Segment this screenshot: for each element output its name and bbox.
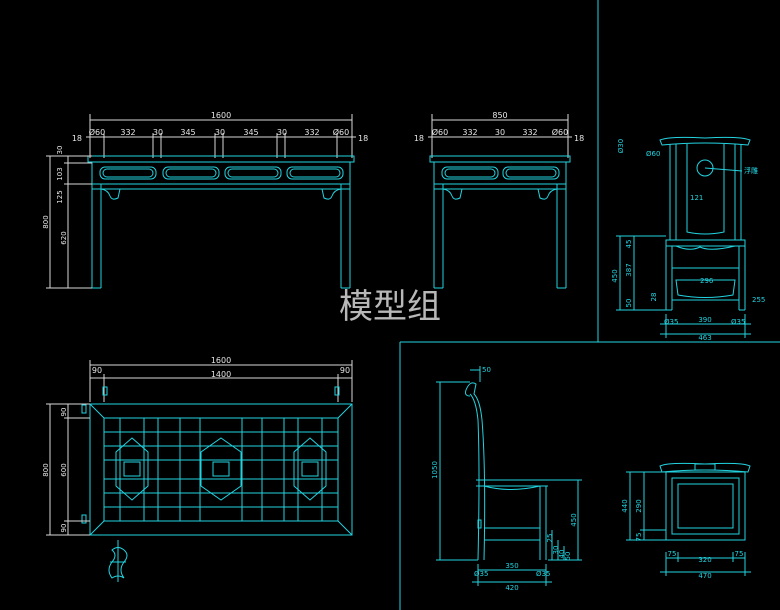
seg-dim: 18 [72,134,82,143]
seg-dim: 30 [153,128,163,137]
chair-side-depth: 350 [505,562,518,570]
seg-dim: 332 [462,128,477,137]
leg-height-dim: 620 [60,231,68,244]
chair-plan: 440 290 75 75 320 75 470 [621,462,751,580]
seg-dim: Ø60 [333,127,349,137]
table-side-overall-dim: 850 [492,111,507,120]
chair-carving-note: 浮雕 [744,166,758,175]
seg-dim: 18 [358,134,368,143]
chair-front-top-dim: Ø30 [617,139,625,153]
chair-side-small: 40 [558,550,566,559]
chair-front-dim: 121 [690,194,703,202]
table-plan-overall-dim: 1600 [211,356,231,365]
seg-dim: 345 [243,128,258,137]
chair-plan-depth: 75 [635,533,643,542]
chair-plan-depth: 290 [635,499,643,512]
seg-dim: 18 [414,134,424,143]
table-side-elevation: 850 18 Ø60 332 30 332 Ø60 18 [414,111,584,289]
chair-plan-width: 75 [668,550,677,558]
table-front-elevation: 1600 18 Ø60 332 30 345 30 345 30 332 Ø60… [42,111,368,289]
viewport-dividers [399,0,780,610]
chair-plan-width: 75 [735,550,744,558]
chair-front-width: 390 [698,316,711,324]
seg-dim: 332 [522,128,537,137]
chair-side-small: 50 [564,552,572,561]
chair-front-leg: Ø35 [731,318,745,326]
table-front-overall-dim: 1600 [211,111,231,120]
table-plan-margin: 90 [92,366,102,375]
chair-front-dim: 296 [700,277,714,285]
chair-plan-overall: 470 [698,572,711,580]
chair-front-dim: 450 [611,269,619,282]
chair-side-leg: Ø35 [474,570,488,578]
chair-plan-depth: 440 [621,499,629,512]
chair-side-top: 50 [482,366,491,374]
chair-front-dim: 28 [650,293,658,302]
table-plan-margin: 90 [340,366,350,375]
chair-front-dim: 387 [625,263,633,276]
seg-dim: 345 [180,128,195,137]
seg-dim: 332 [120,128,135,137]
chair-side-leg: Ø35 [536,570,550,578]
chair-front-overall: 463 [698,334,711,342]
table-plan-depth-inner: 600 [60,463,68,476]
chair-side-elevation: 1050 50 450 25 30 40 50 350 420 Ø35 Ø35 [431,366,582,592]
table-plan-depth-bottom: 90 [60,524,68,533]
chair-plan-width: 320 [698,556,711,564]
seg-dim: Ø60 [432,127,448,137]
chair-side-height: 1050 [431,461,439,479]
chair-side-overall: 420 [505,584,518,592]
seg-dim: 30 [215,128,225,137]
chair-front-dim: 45 [625,240,633,249]
seg-dim: 332 [304,128,319,137]
seg-dim: 30 [277,128,287,137]
chair-front-dim: 50 [625,299,633,308]
chair-front-dim: 255 [752,296,765,304]
table-plan: 1600 1400 90 90 [42,356,353,582]
table-height-dim: 800 [42,215,50,228]
top-thickness-dim: 30 [56,146,64,155]
table-plan-depth-top: 90 [60,408,68,417]
table-plan-depth: 800 [42,463,50,476]
chair-side-small: 30 [552,546,560,555]
chair-front-leg: Ø35 [664,318,678,326]
chair-front-top-dim: Ø60 [646,150,660,158]
seg-dim: Ø60 [552,127,568,137]
apron-dim: 103 [56,167,64,180]
seg-dim: 30 [495,128,505,137]
seg-dim: 18 [574,134,584,143]
chair-side-small: 25 [546,534,554,543]
watermark-text: 模型组 [339,287,441,327]
chair-side-seat: 450 [570,513,578,526]
chair-front-elevation: 浮雕 121 296 450 387 45 50 28 Ø30 Ø60 255 … [611,136,765,342]
table-plan-inner-dim: 1400 [211,370,231,379]
apron-dim: 125 [56,190,64,203]
seg-dim: Ø60 [89,127,105,137]
